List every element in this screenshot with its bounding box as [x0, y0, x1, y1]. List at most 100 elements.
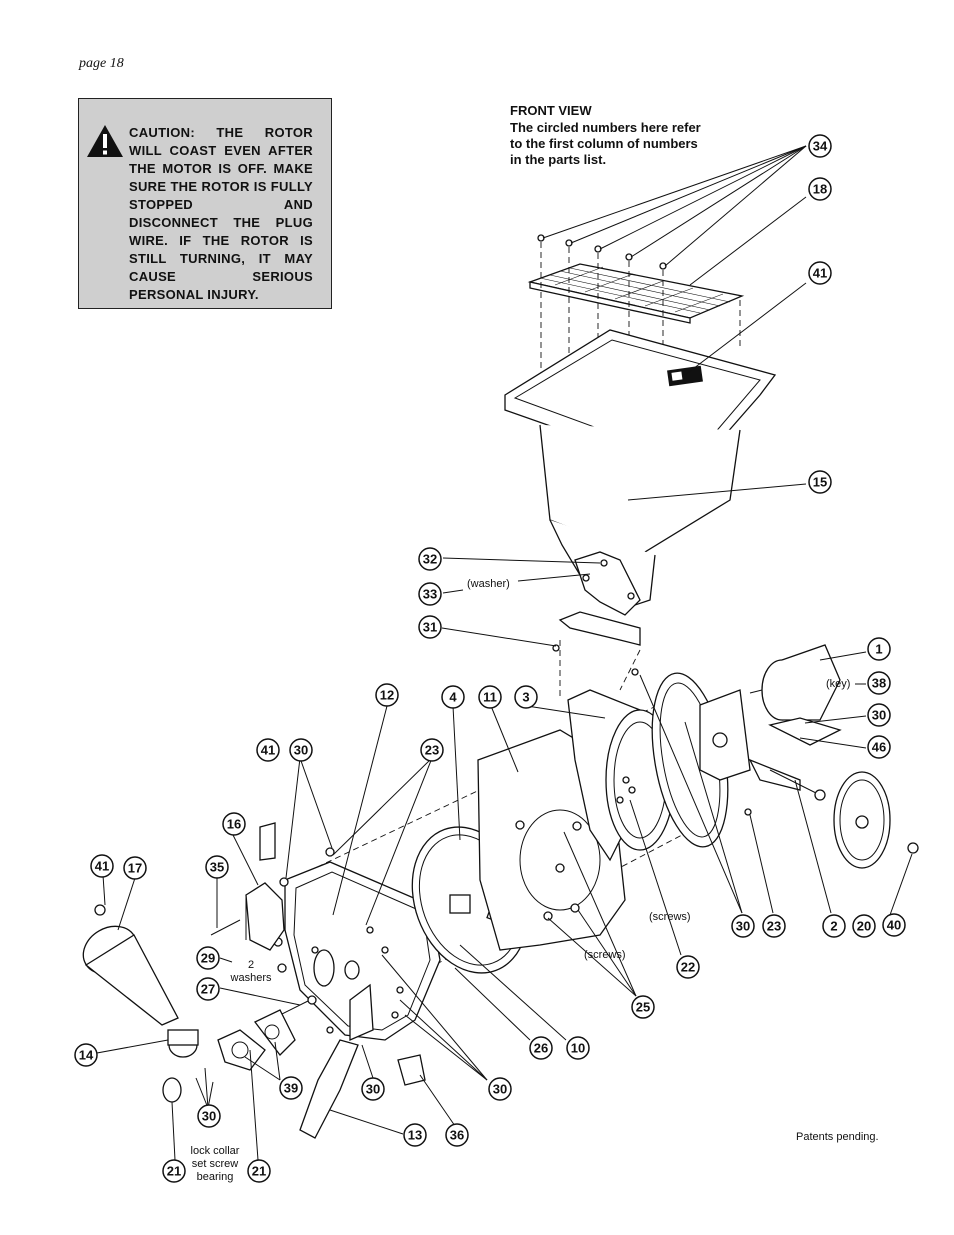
warning-triangle-icon	[87, 125, 123, 157]
callout-label: 23	[767, 919, 781, 934]
callout-label: 30	[366, 1082, 380, 1097]
bearing-label: bearing	[197, 1171, 234, 1183]
washer-label-33: (washer)	[467, 578, 510, 590]
callout-label: 2	[830, 919, 837, 934]
callout-label: 15	[813, 475, 827, 490]
callout-label: 41	[95, 859, 109, 874]
callout-4: 4	[441, 685, 465, 709]
callout-40: 40	[882, 913, 906, 937]
view-title: FRONT VIEW	[510, 103, 592, 118]
callout-label: 36	[450, 1128, 464, 1143]
callout-1: 1	[867, 637, 891, 661]
hopper-body	[504, 329, 777, 611]
callout-12: 12	[375, 683, 399, 707]
hopper-bracket	[574, 551, 641, 616]
washers-label: washers	[230, 972, 272, 984]
callout-label: 41	[261, 743, 275, 758]
callout-29: 29	[196, 946, 220, 970]
flange-39	[217, 1009, 296, 1071]
hopper-grate	[527, 263, 745, 324]
motor-mount	[699, 689, 801, 791]
axle-and-wheel	[769, 769, 919, 869]
callout-41: 41	[256, 738, 280, 762]
callout-14: 14	[74, 1043, 98, 1067]
callout-label: 14	[79, 1048, 94, 1063]
callout-25: 25	[631, 995, 655, 1019]
callout-41: 41	[90, 854, 114, 878]
callout-label: 12	[380, 688, 394, 703]
bearing-14	[167, 1029, 199, 1058]
page-number: page 18	[79, 56, 124, 71]
callout-label: 30	[872, 708, 886, 723]
callout-30: 30	[488, 1077, 512, 1101]
callout-30: 30	[731, 914, 755, 938]
callout-label: 29	[201, 951, 215, 966]
callout-34: 34	[808, 134, 832, 158]
callout-20: 20	[852, 914, 876, 938]
bracket-16	[245, 882, 285, 951]
callout-2: 2	[822, 914, 846, 938]
callout-27: 27	[196, 977, 220, 1001]
view-note: The circled numbers here refer to the fi…	[510, 120, 701, 167]
callout-30: 30	[361, 1077, 385, 1101]
callout-3: 3	[514, 685, 538, 709]
screws-label-22: (screws)	[649, 911, 691, 923]
callout-label: 13	[408, 1128, 422, 1143]
callout-label: 25	[636, 1000, 650, 1015]
callout-label: 35	[210, 860, 224, 875]
callout-23: 23	[762, 914, 786, 938]
callout-label: 34	[813, 139, 828, 154]
callout-label: 41	[813, 266, 827, 281]
callout-label: 18	[813, 182, 827, 197]
callout-label: 30	[294, 743, 308, 758]
callout-30: 30	[197, 1104, 221, 1128]
callout-label: 21	[252, 1164, 266, 1179]
callout-label: 32	[423, 552, 437, 567]
callout-label: 11	[483, 690, 497, 705]
discharge-chute	[82, 904, 179, 1026]
callout-10: 10	[566, 1036, 590, 1060]
callout-31: 31	[418, 615, 442, 639]
callout-label: 39	[284, 1081, 298, 1096]
callout-label: 4	[449, 690, 457, 705]
callout-22: 22	[676, 955, 700, 979]
bolt-35	[210, 919, 241, 936]
callout-label: 33	[423, 587, 437, 602]
callout-18: 18	[808, 177, 832, 201]
callout-21: 21	[247, 1159, 271, 1183]
callout-label: 1	[875, 642, 882, 657]
key-label: (key)	[826, 678, 850, 690]
callout-23: 23	[420, 738, 444, 762]
callout-label: 46	[872, 740, 886, 755]
callout-26: 26	[529, 1036, 553, 1060]
callout-label: 3	[522, 690, 529, 705]
lock-collar-21	[162, 1077, 182, 1103]
callout-11: 11	[478, 685, 502, 709]
callout-label: 17	[128, 861, 142, 876]
callout-15: 15	[808, 470, 832, 494]
hopper-screws	[537, 234, 667, 270]
callout-label: 20	[857, 919, 871, 934]
callout-17: 17	[123, 856, 147, 880]
callout-39: 39	[279, 1076, 303, 1100]
screws-label-25: (screws)	[584, 949, 626, 961]
leg-13	[299, 1039, 359, 1139]
callout-16: 16	[222, 812, 246, 836]
caution-box: CAUTION: THE ROTOR WILL COAST EVEN AFTER…	[78, 98, 332, 309]
callout-30: 30	[289, 738, 313, 762]
callout-38: 38	[867, 671, 891, 695]
callout-46: 46	[867, 735, 891, 759]
callout-label: 27	[201, 982, 215, 997]
callout-label: 23	[425, 743, 439, 758]
caution-text: CAUTION: THE ROTOR WILL COAST EVEN AFTER…	[129, 125, 313, 302]
callout-label: 30	[736, 919, 750, 934]
callout-label: 22	[681, 960, 695, 975]
washers-count: 2	[248, 959, 254, 971]
leader-lines	[85, 145, 913, 1161]
callout-label: 21	[167, 1164, 181, 1179]
callout-35: 35	[205, 855, 229, 879]
callout-label: 30	[493, 1082, 507, 1097]
callout-label: 31	[423, 620, 437, 635]
callout-label: 16	[227, 817, 241, 832]
